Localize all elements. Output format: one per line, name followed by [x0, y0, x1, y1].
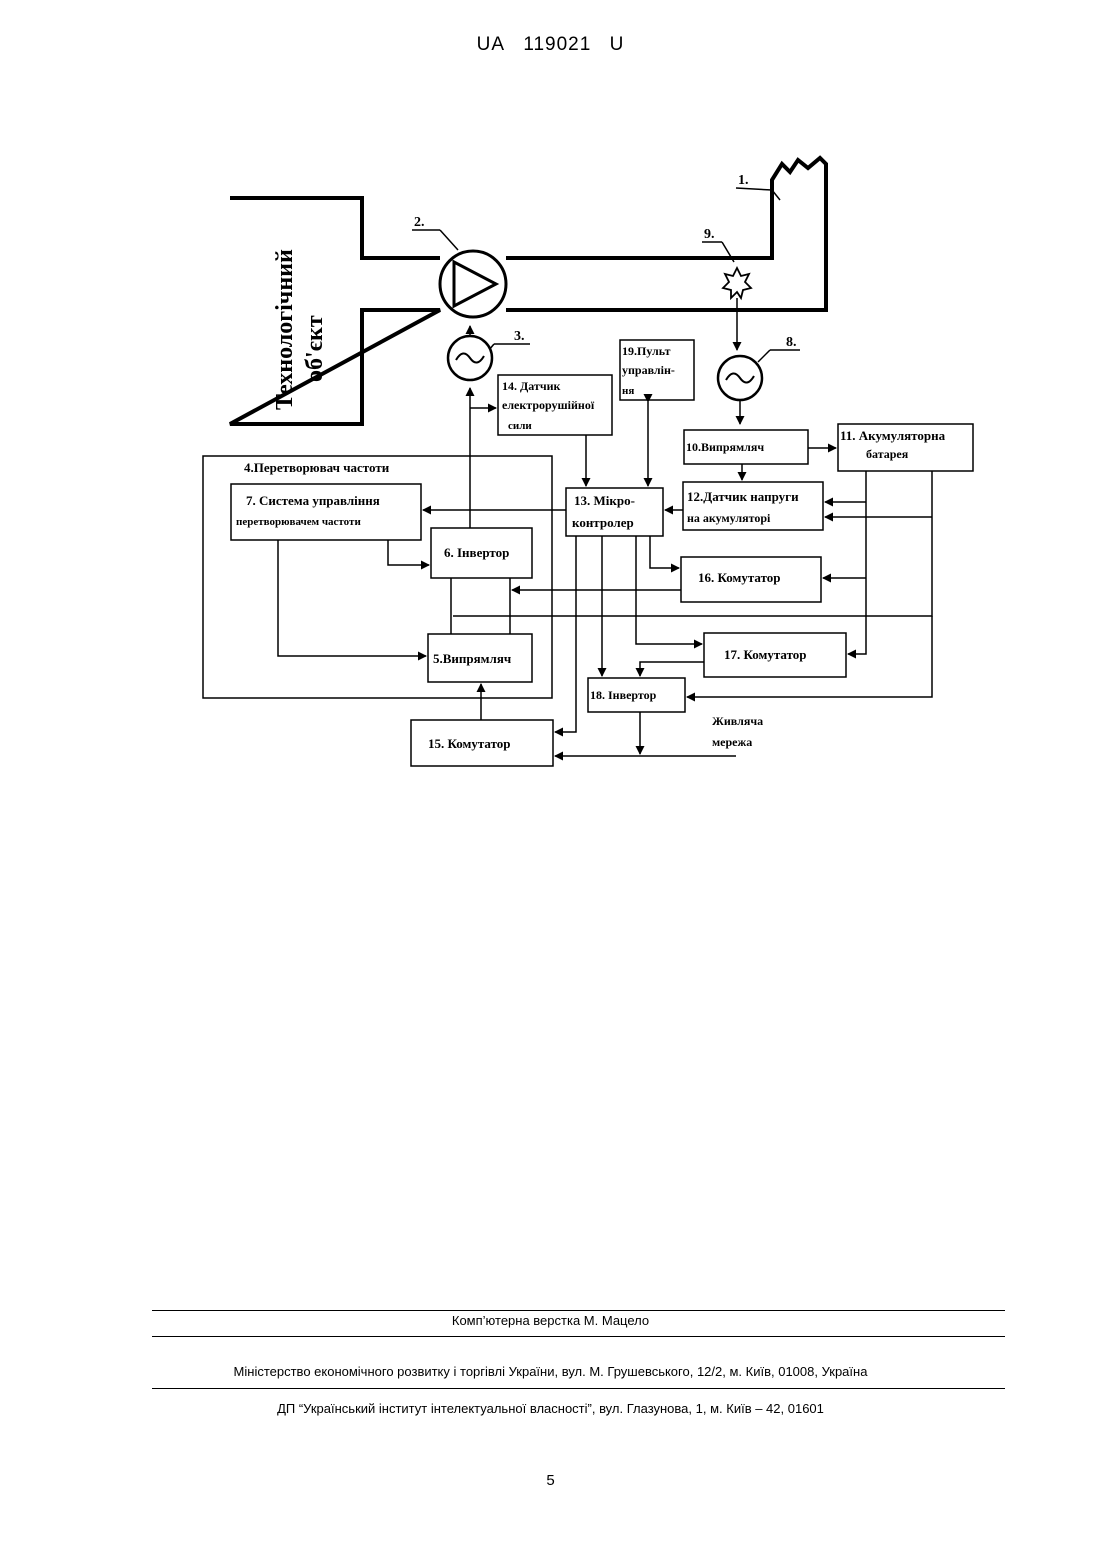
block-13-line2: контролер: [572, 515, 634, 530]
grid-label-line2: мережа: [712, 735, 752, 749]
block-11-line2: батарея: [866, 447, 909, 461]
object-label-line2: об'єкт: [302, 315, 328, 382]
block-10-rectifier: 10.Випрямляч: [684, 430, 808, 464]
block-14-line2: електрорушійної: [502, 398, 595, 412]
block-19-line2: управлін-: [622, 363, 675, 377]
block-14-emf-sensor: 14. Датчик електрорушійної сили: [498, 375, 612, 435]
layout-credit: Комп’ютерна верстка М. Мацело: [0, 1313, 1101, 1328]
block-12-voltage-sensor: 12.Датчик напруги на акумуляторі: [683, 482, 823, 530]
ref-2-label: 2.: [414, 215, 425, 230]
grid-label-line1: Живляча: [712, 714, 763, 728]
block-16-switch: 16. Комутатор: [681, 557, 821, 602]
ref-3-label: 3.: [514, 329, 525, 344]
object-label-line1: Технологічний: [272, 249, 298, 410]
ref-8-label: 8.: [786, 335, 797, 350]
block-7-line1: 7. Система управління: [246, 493, 380, 508]
institute-address: ДП “Український інститут інтелектуальної…: [0, 1401, 1101, 1416]
footer-rule-3: [152, 1388, 1005, 1389]
page-number: 5: [0, 1472, 1101, 1489]
block-17-label: 17. Комутатор: [724, 647, 807, 662]
footer-rule-2: [152, 1336, 1005, 1337]
block-6-label: 6. Інвертор: [444, 545, 509, 560]
block-5-rectifier: 5.Випрямляч: [428, 634, 532, 682]
converter-title: 4.Перетворювач частоти: [244, 460, 390, 475]
ref-1-label: 1.: [738, 173, 749, 188]
footer-rule-1: [152, 1310, 1005, 1311]
block-7-line2: перетворювачем частоти: [236, 516, 361, 528]
block-11-battery: 11. Акумуляторна батарея: [838, 424, 973, 471]
block-19-line1: 19.Пульт: [622, 344, 671, 358]
block-5-label: 5.Випрямляч: [433, 651, 511, 666]
block-13-line1: 13. Мікро-: [574, 493, 635, 508]
block-14-line3: сили: [508, 420, 532, 432]
ministry-address: Міністерство економічного розвитку і тор…: [0, 1364, 1101, 1379]
block-19-line3: ня: [622, 385, 634, 397]
block-12-line2: на акумуляторі: [687, 511, 771, 525]
block-15-switch: 15. Комутатор: [411, 720, 553, 766]
block-18-inverter: 18. Інвертор: [588, 678, 685, 712]
block-14-line1: 14. Датчик: [502, 379, 561, 393]
ref-9-label: 9.: [704, 227, 715, 242]
block-6-inverter: 6. Інвертор: [431, 528, 532, 578]
block-13-microcontroller: 13. Мікро- контролер: [566, 488, 663, 536]
block-10-label: 10.Випрямляч: [686, 440, 764, 454]
block-16-label: 16. Комутатор: [698, 570, 781, 585]
pump-icon: [440, 251, 506, 317]
flow-sensor-icon: [723, 268, 751, 298]
block-11-line1: 11. Акумуляторна: [840, 428, 946, 443]
block-7-control-system: 7. Система управління перетворювачем час…: [231, 484, 421, 540]
block-12-line1: 12.Датчик напруги: [687, 489, 799, 504]
block-18-label: 18. Інвертор: [590, 688, 657, 702]
generator-8-icon: [718, 356, 762, 400]
generator-3-icon: [448, 336, 492, 380]
block-17-switch: 17. Комутатор: [704, 633, 846, 677]
block-19-control-panel: 19.Пульт управлін- ня: [620, 340, 694, 400]
block-15-label: 15. Комутатор: [428, 736, 511, 751]
